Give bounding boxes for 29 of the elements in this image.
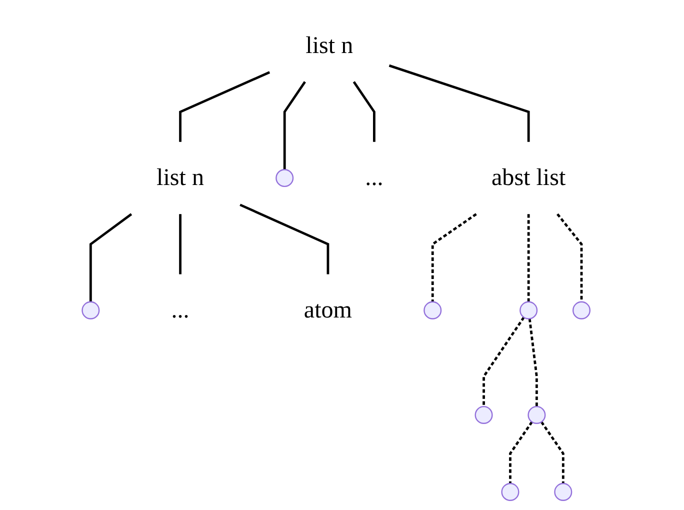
connector: [527, 214, 530, 302]
connector: [388, 64, 530, 142]
node-text: ...: [171, 297, 190, 324]
node-text: ...: [365, 164, 384, 192]
connector: [482, 316, 525, 407]
node-point: [520, 301, 538, 320]
connector: [89, 213, 132, 302]
node-point: [424, 301, 442, 320]
connector: [509, 421, 533, 484]
connector: [528, 318, 538, 407]
connector: [431, 213, 477, 302]
connector: [283, 81, 306, 170]
node-text: atom: [304, 297, 352, 324]
node-point: [554, 482, 572, 501]
connector: [240, 204, 330, 274]
node-point: [501, 482, 520, 501]
node-text: list n: [306, 32, 354, 59]
node-text: abst list: [491, 164, 566, 192]
connector: [179, 71, 270, 142]
node-point: [572, 301, 591, 320]
connector: [556, 213, 583, 302]
connector: [179, 214, 182, 274]
node-point: [276, 169, 294, 188]
node-point: [528, 406, 546, 424]
node-text: list n: [156, 164, 204, 192]
connector: [352, 81, 376, 142]
node-point: [82, 301, 100, 320]
connector: [540, 421, 564, 484]
node-point: [474, 406, 493, 424]
